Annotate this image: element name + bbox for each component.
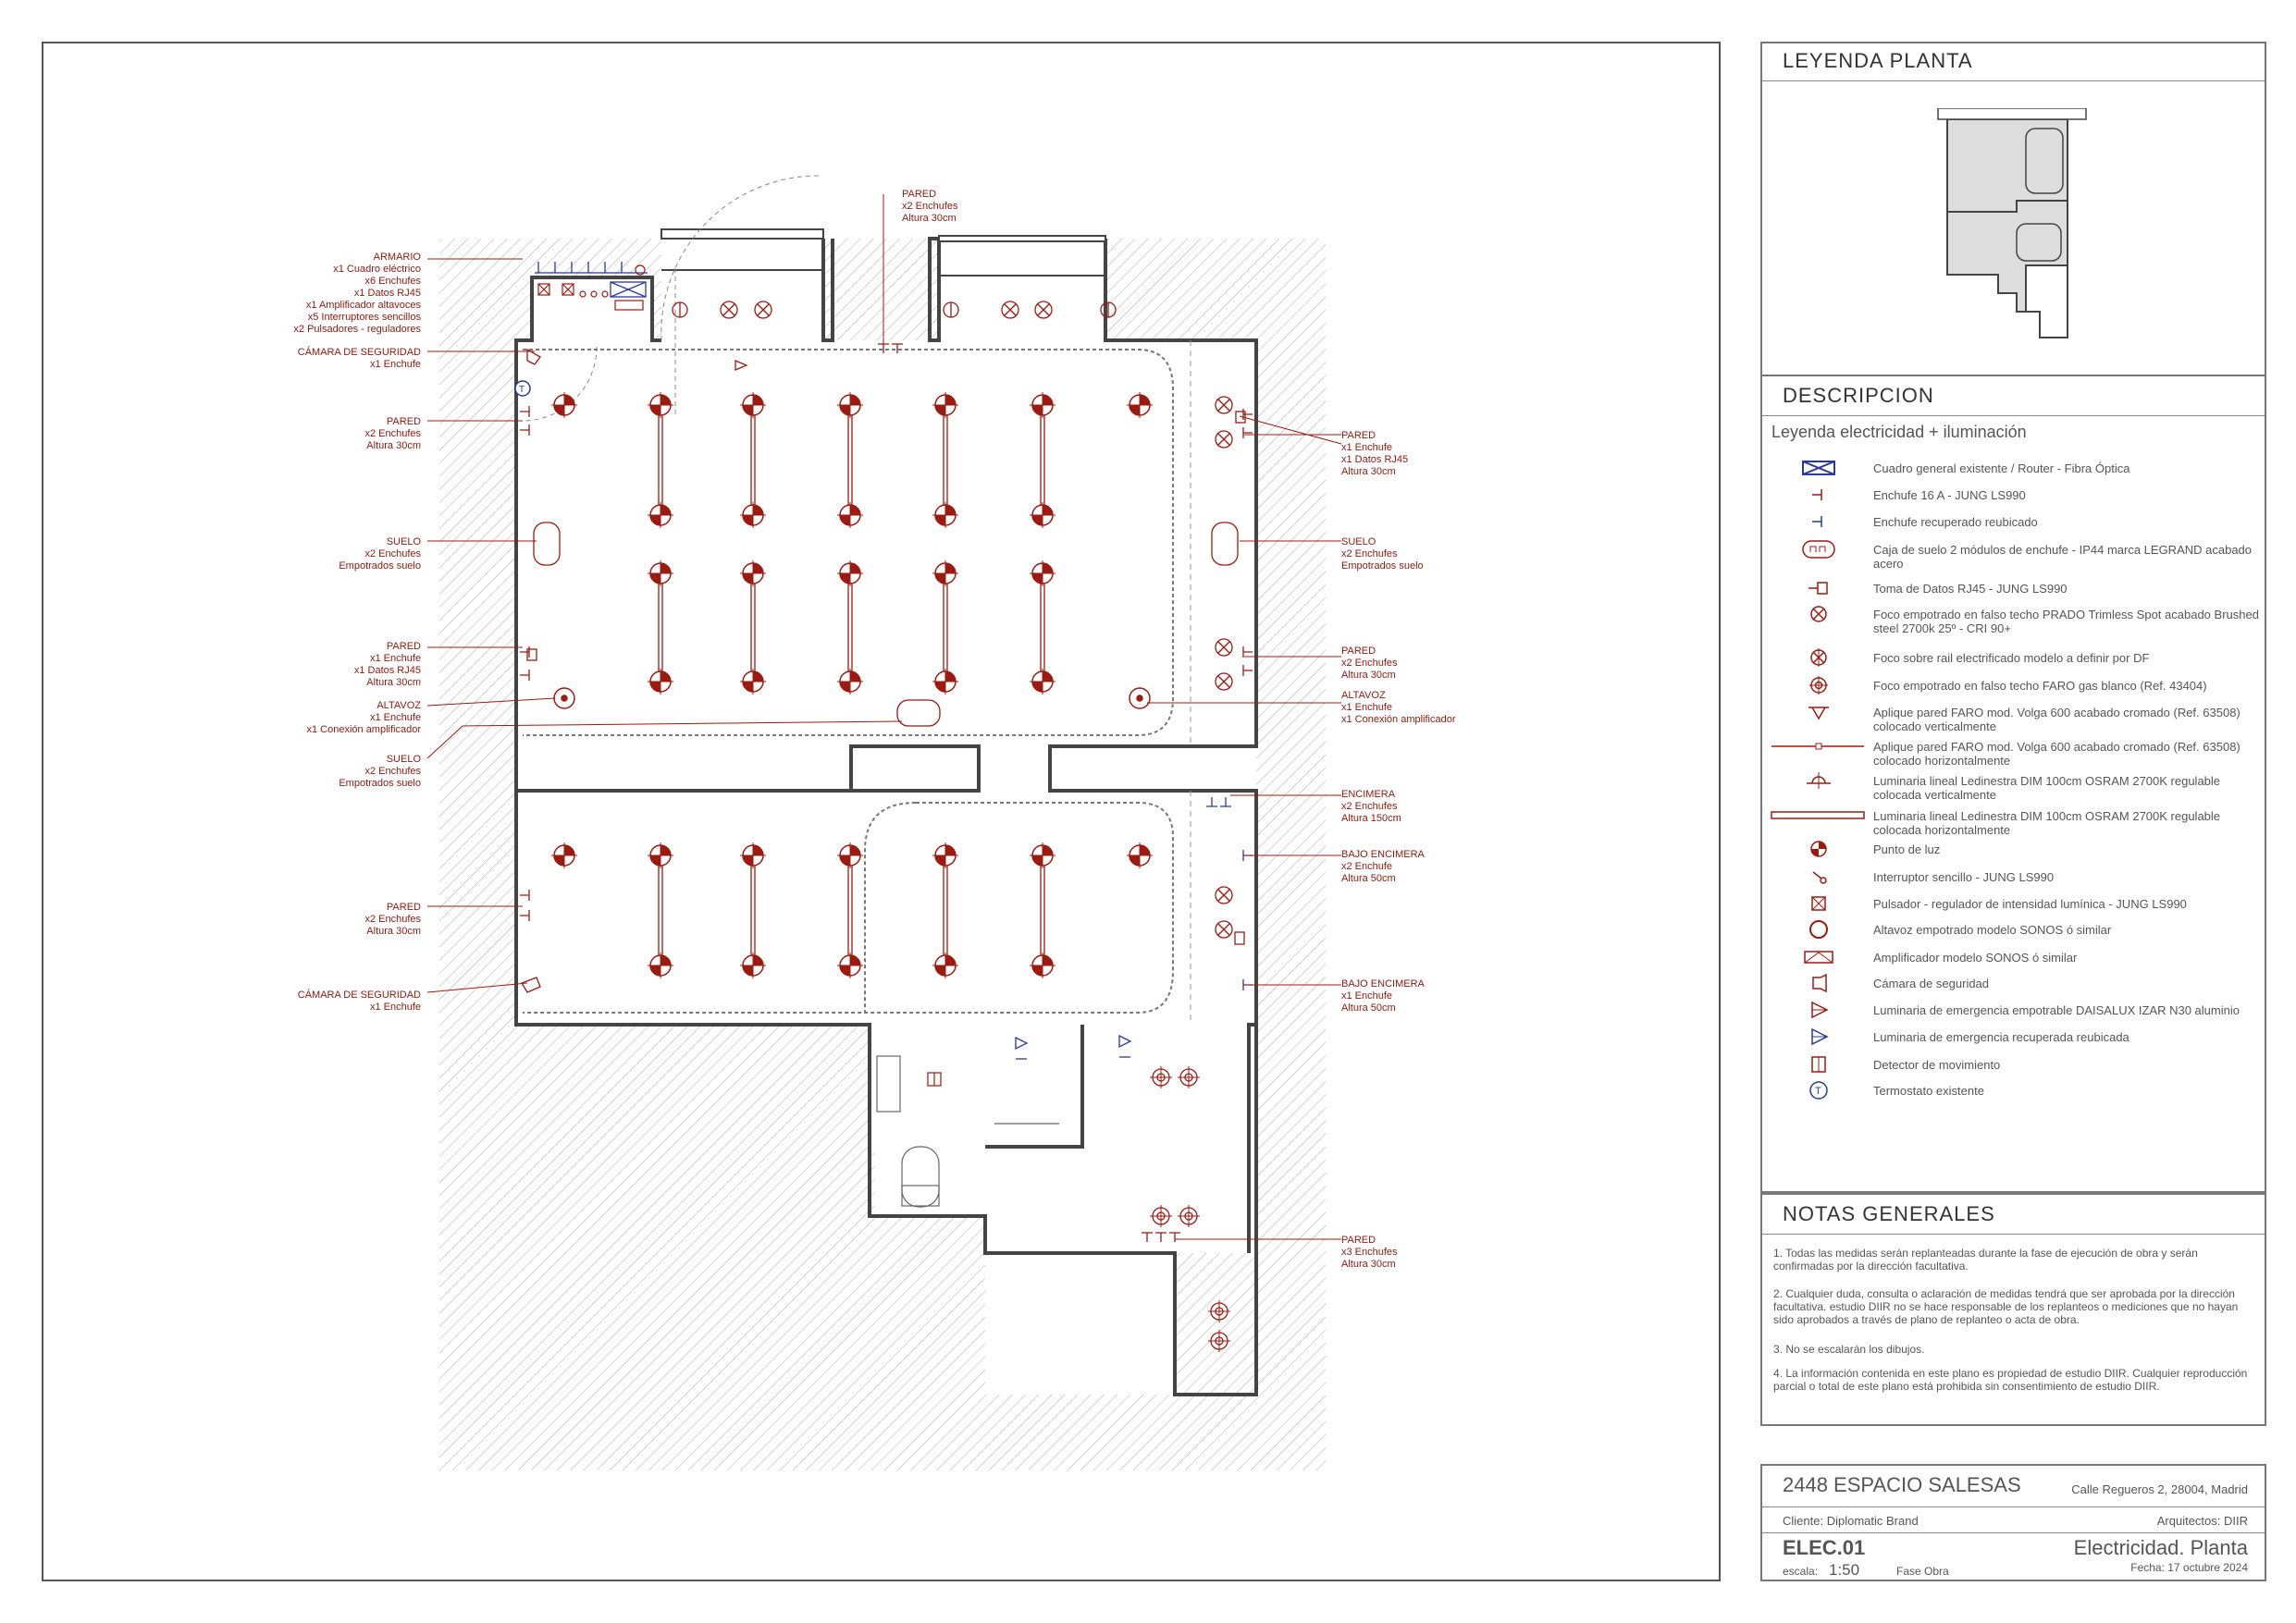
legend-item-label: Caja de suelo 2 módulos de enchufe - IP4… bbox=[1873, 543, 2253, 571]
notes-title: NOTAS GENERALES bbox=[1783, 1202, 1995, 1225]
legend-item-label: Luminaria lineal Ledinestra DIM 100cm OS… bbox=[1873, 774, 2221, 802]
note-2: 2. Cualquier duda, consulta o aclaración… bbox=[1773, 1287, 2239, 1326]
legend-item-label: Termostato existente bbox=[1873, 1084, 1984, 1098]
svg-text:T: T bbox=[1815, 1086, 1821, 1097]
amplifier-icon bbox=[1804, 951, 1833, 964]
speaker-icon bbox=[1809, 920, 1828, 939]
drawing-frame bbox=[42, 42, 1721, 1581]
legend-item-label: Punto de luz bbox=[1873, 842, 1941, 856]
light-point-icon bbox=[1810, 841, 1827, 857]
legend-item-label: Enchufe recuperado reubicado bbox=[1873, 515, 2038, 529]
architects: Arquitectos: DIIR bbox=[2156, 1514, 2248, 1528]
legend-item-label: Toma de Datos RJ45 - JUNG LS990 bbox=[1873, 582, 2068, 596]
description-title: DESCRIPCION bbox=[1783, 384, 1934, 407]
legend-item-label: Altavoz empotrado modelo SONOS ó similar bbox=[1873, 923, 2112, 937]
date: Fecha: 17 octubre 2024 bbox=[2130, 1561, 2248, 1574]
sheet-title: Electricidad. Planta bbox=[2073, 1536, 2248, 1559]
spot-icon bbox=[1810, 606, 1827, 622]
legend-item-label: Enchufe 16 A - JUNG LS990 bbox=[1873, 488, 2026, 502]
legend-item-label: Foco empotrado en falso techo FARO gas b… bbox=[1873, 679, 2207, 693]
thermostat-icon: T bbox=[1809, 1081, 1828, 1100]
socket-blue-icon bbox=[1812, 516, 1822, 527]
legend-item-label: Luminaria de emergencia recuperada reubi… bbox=[1873, 1030, 2129, 1044]
legend-plan-panel: LEYENDA PLANTA bbox=[1760, 42, 2266, 379]
emergency-icon bbox=[1811, 1001, 1829, 1019]
project-name: 2448 ESPACIO SALESAS bbox=[1783, 1473, 2021, 1496]
legend-item-label: Cámara de seguridad bbox=[1873, 977, 1990, 990]
emergency-blue-icon bbox=[1811, 1027, 1829, 1046]
title-block: 2448 ESPACIO SALESAS Calle Regueros 2, 2… bbox=[1760, 1464, 2266, 1581]
data-socket-icon bbox=[1808, 582, 1828, 595]
legend-item-label: Pulsador - regulador de intensidad lumín… bbox=[1873, 897, 2187, 911]
note-4: 4. La información contenida en este plan… bbox=[1773, 1367, 2248, 1393]
notes-panel: NOTAS GENERALES 1. Todas las medidas ser… bbox=[1760, 1193, 2266, 1426]
scale-label: escala: bbox=[1783, 1565, 1819, 1578]
panel-cross-icon bbox=[1802, 461, 1835, 475]
legend-item-label: Aplique pared FARO mod. Volga 600 acabad… bbox=[1873, 740, 2240, 768]
legend-item-label: Amplificador modelo SONOS ó similar bbox=[1873, 951, 2078, 965]
rail-spot-icon bbox=[1810, 648, 1827, 667]
wall-light-v-icon bbox=[1808, 707, 1829, 720]
linear-v-icon bbox=[1807, 772, 1831, 789]
legend-item-label: Interruptor sencillo - JUNG LS990 bbox=[1873, 870, 2055, 884]
svg-text:T: T bbox=[519, 385, 525, 395]
legend-item-label: Aplique pared FARO mod. Volga 600 acabad… bbox=[1873, 706, 2240, 733]
note-3: 3. No se escalarán los dibujos. bbox=[1773, 1343, 1925, 1356]
description-subtitle: Leyenda electricidad + iluminación bbox=[1771, 423, 2027, 441]
linear-h-icon bbox=[1771, 811, 1865, 819]
legend-item-label: Luminaria lineal Ledinestra DIM 100cm OS… bbox=[1873, 809, 2221, 837]
motion-icon bbox=[1811, 1056, 1826, 1073]
legend-item-label: Foco sobre rail electrificado modelo a d… bbox=[1873, 651, 2150, 665]
floor-box-icon bbox=[1802, 540, 1835, 559]
socket-icon bbox=[1812, 489, 1822, 500]
scale-value: 1:50 bbox=[1829, 1561, 1860, 1579]
client: Cliente: Diplomatic Brand bbox=[1783, 1514, 1919, 1528]
faro-spot-icon bbox=[1809, 676, 1828, 695]
camera-icon bbox=[1812, 973, 1827, 993]
legend-item-label: Detector de movimiento bbox=[1873, 1058, 2001, 1072]
dimmer-icon bbox=[1811, 896, 1826, 911]
sheet-code: ELEC.01 bbox=[1783, 1536, 1866, 1559]
legend-item-label: Cuadro general existente / Router - Fibr… bbox=[1873, 461, 2130, 475]
key-plan-thumbnail bbox=[1937, 108, 2087, 338]
floor-plan: T bbox=[426, 175, 1342, 1470]
legend-item-label: Luminaria de emergencia empotrable DAISA… bbox=[1873, 1003, 2240, 1017]
legend-item-label: Foco empotrado en falso techo PRADO Trim… bbox=[1873, 608, 2259, 635]
project-address: Calle Regueros 2, 28004, Madrid bbox=[2071, 1482, 2248, 1496]
legend-plan-title: LEYENDA PLANTA bbox=[1783, 49, 1973, 72]
wall-light-h-icon bbox=[1771, 743, 1864, 750]
switch-icon bbox=[1812, 871, 1827, 884]
phase: Fase Obra bbox=[1896, 1565, 1949, 1578]
note-1: 1. Todas las medidas serán replanteadas … bbox=[1773, 1247, 2198, 1273]
description-panel: DESCRIPCION Leyenda electricidad + ilumi… bbox=[1760, 375, 2266, 1193]
